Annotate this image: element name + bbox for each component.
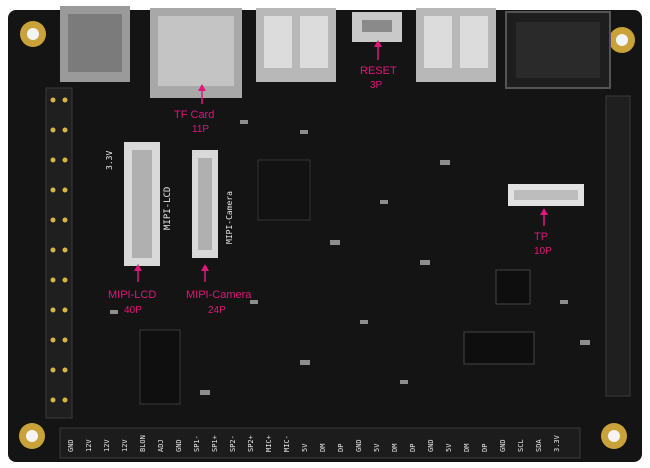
pin-label: 12V bbox=[103, 439, 111, 452]
silkscreen-voltage: 3.3V bbox=[105, 151, 114, 170]
pin-label: DP bbox=[337, 444, 345, 452]
annotation-camera-name: MIPI-Camera bbox=[186, 289, 252, 301]
pin-label: GND bbox=[175, 439, 183, 452]
pin-label: 5V bbox=[445, 443, 453, 452]
pin-label: SP2- bbox=[229, 435, 237, 452]
annotation-reset-pins: 3P bbox=[370, 80, 383, 91]
pin-label: SCL bbox=[517, 439, 525, 452]
ethernet-port bbox=[60, 6, 130, 82]
annotation-reset-name: RESET bbox=[360, 65, 397, 77]
bottom-pin-header bbox=[59, 427, 581, 459]
annotation-lcd-name: MIPI-LCD bbox=[108, 289, 156, 301]
pin-label: DM bbox=[391, 444, 399, 452]
mipi-camera-connector bbox=[192, 150, 218, 258]
smd-components bbox=[110, 120, 590, 395]
pin-label: 12V bbox=[121, 439, 129, 452]
annotation-tp-name: TP bbox=[534, 231, 548, 243]
micro-usb-port bbox=[352, 12, 402, 42]
mounting-hole-icon bbox=[19, 21, 635, 449]
pin-label: SP1+ bbox=[211, 435, 219, 452]
pin-label: GND bbox=[67, 439, 75, 452]
pin-label: GND bbox=[499, 439, 507, 452]
pin-label: SDA bbox=[535, 439, 543, 452]
pin-label: 5V bbox=[373, 443, 381, 452]
pin-label: GND bbox=[427, 439, 435, 452]
rj-connector bbox=[505, 11, 611, 89]
pin-label: 5V bbox=[301, 443, 309, 452]
annotation-tf-name: TF Card bbox=[174, 109, 214, 121]
pin-label: DM bbox=[463, 444, 471, 452]
annotation-arrows bbox=[134, 40, 548, 282]
usb-port bbox=[416, 8, 496, 82]
pin-label: GND bbox=[355, 439, 363, 452]
pin-label: DM bbox=[319, 444, 327, 452]
annotation-lcd-pins: 40P bbox=[124, 305, 142, 316]
pin-label: MIC+ bbox=[265, 435, 273, 452]
silkscreen-lcd: MIPI-LCD bbox=[163, 187, 173, 230]
annotation-tf-pins: 11P bbox=[192, 124, 209, 135]
mipi-lcd-connector bbox=[124, 142, 160, 266]
pin-label: SP2+ bbox=[247, 435, 255, 452]
ic-chip bbox=[139, 159, 535, 405]
pin-label: 12V bbox=[85, 439, 93, 452]
right-pin-header bbox=[605, 95, 631, 397]
usb-port bbox=[256, 8, 336, 82]
pin-label: DP bbox=[481, 444, 489, 452]
tp-connector bbox=[508, 184, 584, 206]
pin-label: SP1- bbox=[193, 435, 201, 452]
left-pin-header bbox=[45, 87, 73, 419]
pin-label: DP bbox=[409, 444, 417, 452]
tf-card-slot bbox=[150, 8, 242, 98]
bottom-header-labels: GND 12V 12V 12V BLON ADJ GND SP1- SP1+ S… bbox=[67, 434, 561, 452]
annotation-camera-pins: 24P bbox=[208, 305, 226, 316]
silkscreen-camera: MIPI-Camera bbox=[225, 191, 234, 244]
annotation-tp-pins: 10P bbox=[534, 246, 552, 257]
pin-label: BLON bbox=[139, 435, 147, 452]
pin-label: MIC- bbox=[283, 435, 291, 452]
pin-label: ADJ bbox=[157, 439, 165, 452]
pin-label: 3.3V bbox=[553, 434, 561, 452]
